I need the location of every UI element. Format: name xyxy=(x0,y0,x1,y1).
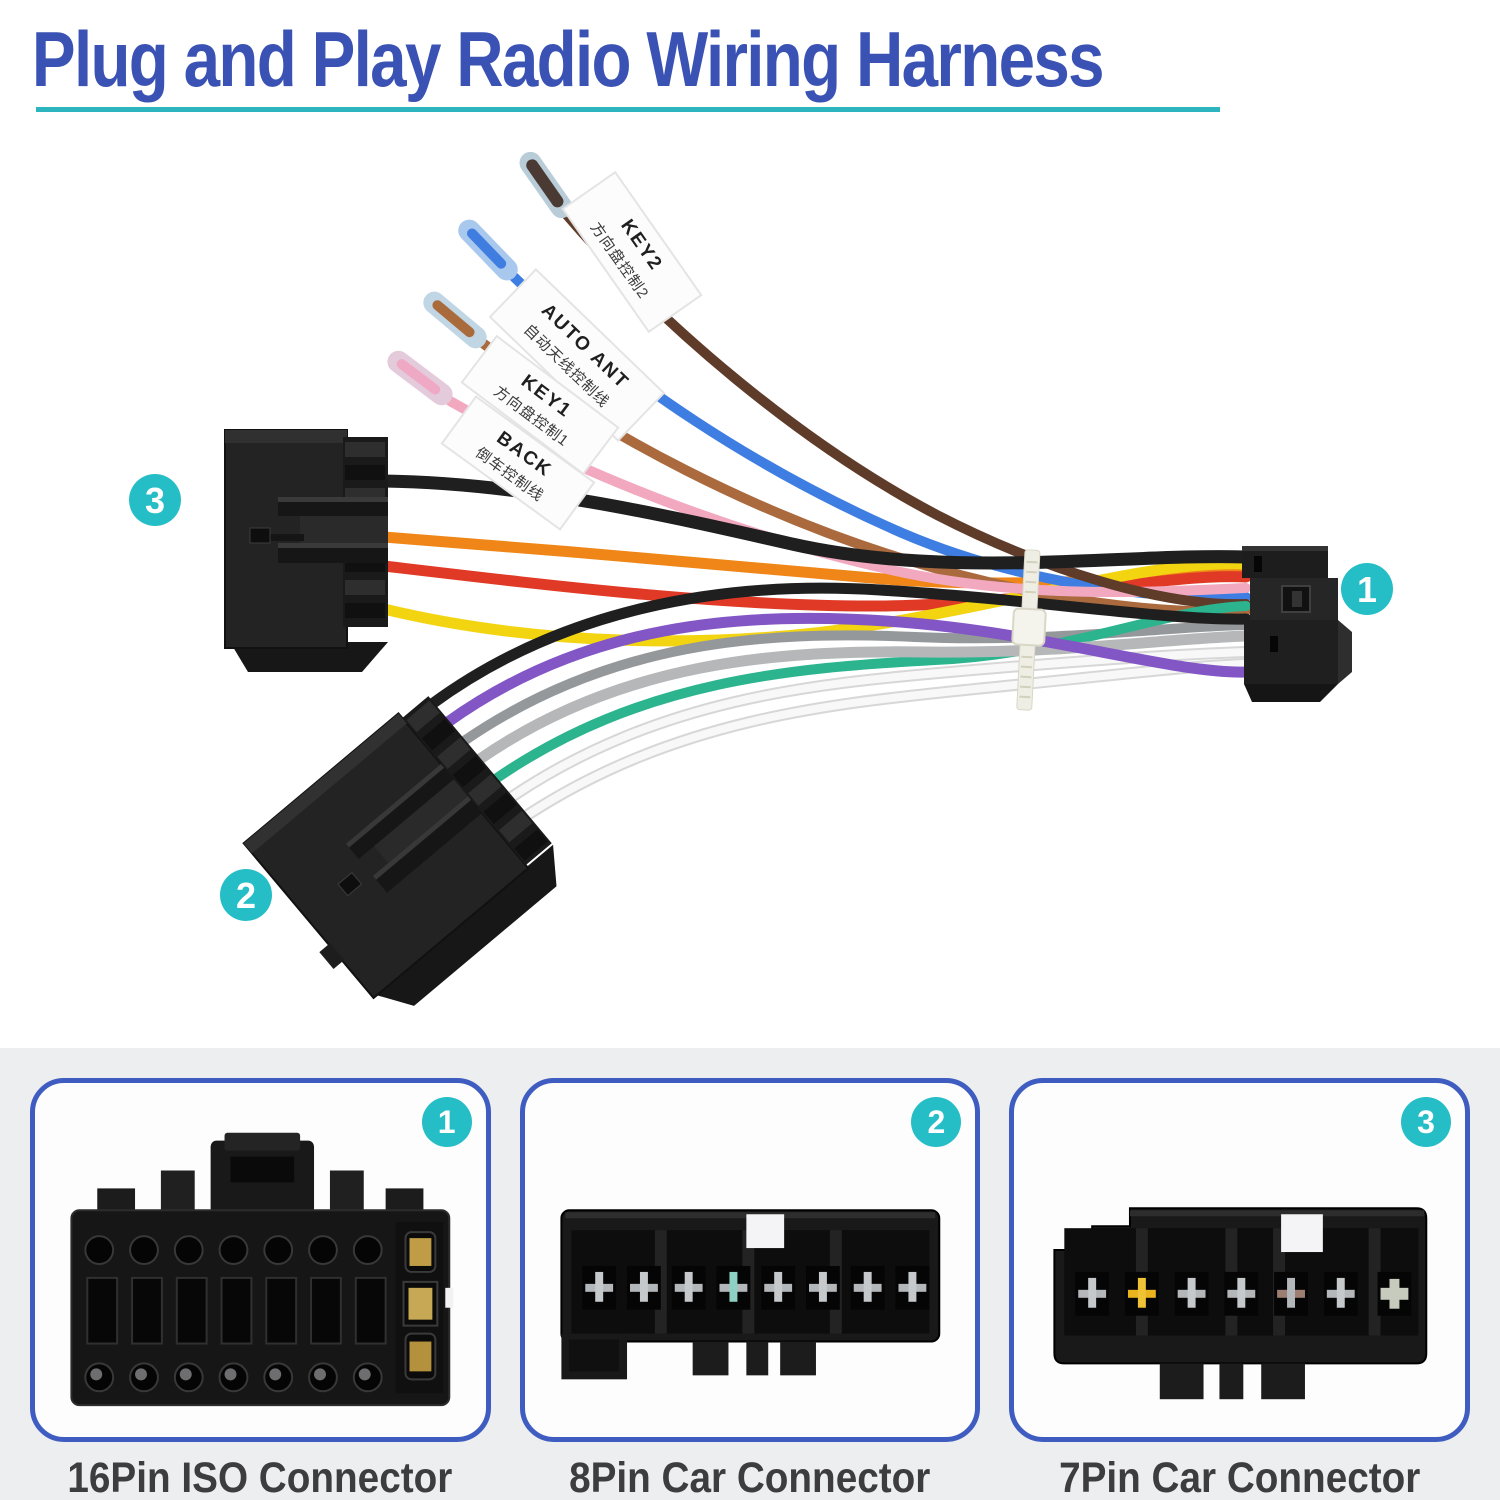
iso-gold-contacts xyxy=(395,1222,454,1394)
panel-badge-1-number: 1 xyxy=(437,1103,456,1140)
wire-tag-key2: KEY2 方向盘控制2 xyxy=(561,170,703,334)
panel-badge-3: 3 xyxy=(1401,1097,1452,1147)
harness-photo: KEY2 方向盘控制2 AUTO ANT 自动天线控制线 KEY1 方向盘控制1… xyxy=(0,112,1500,1048)
header: Plug and Play Radio Wiring Harness xyxy=(0,0,1500,118)
7pin-car-connector-photo xyxy=(1053,1207,1428,1400)
title-underline xyxy=(36,107,1220,114)
wire-black-2 xyxy=(426,582,1252,710)
wire-gray xyxy=(474,630,1252,765)
page-title: Plug and Play Radio Wiring Harness xyxy=(31,15,1105,103)
wire-cap-back xyxy=(387,350,453,406)
badge-2-number: 2 xyxy=(236,875,256,916)
panel-badge-1: 1 xyxy=(421,1097,472,1147)
harness-illustration: KEY2 方向盘控制2 AUTO ANT 自动天线控制线 KEY1 方向盘控制1… xyxy=(129,151,1393,1006)
8pin-car-connector-photo xyxy=(560,1209,940,1380)
wire-cap-key1 xyxy=(423,291,487,349)
badge-1: 1 xyxy=(1341,563,1393,615)
badge-1-number: 1 xyxy=(1357,569,1377,610)
iso-bottom-holes xyxy=(84,1362,383,1393)
bottom-tabs xyxy=(1160,1363,1306,1400)
metal-pins xyxy=(1078,1277,1409,1309)
panel-8pin-car: 2 8Pin Car Connector xyxy=(519,1078,981,1500)
bottom-tabs xyxy=(692,1341,816,1376)
badge-2: 2 xyxy=(220,869,272,921)
panel-box-1: 1 xyxy=(30,1078,491,1442)
wire-white-1 xyxy=(509,648,1250,800)
wire-white-2 xyxy=(525,660,1250,818)
panel-badge-2: 2 xyxy=(911,1097,962,1147)
panel-7pin-car: 3 7Pin Car Connector xyxy=(1009,1078,1471,1500)
wire-yellow xyxy=(378,558,1252,647)
badge-3: 3 xyxy=(129,474,181,526)
iso-top-holes xyxy=(84,1235,383,1265)
16pin-iso-connector-photo xyxy=(70,1132,454,1407)
zip-tie xyxy=(1011,549,1047,711)
caption-16pin-iso: 16Pin ISO Connector xyxy=(67,1454,453,1500)
wire-purple xyxy=(442,612,1252,728)
badge-3-number: 3 xyxy=(145,480,165,521)
panel-16pin-iso: 1 16Pin ISO Connector xyxy=(30,1078,491,1500)
connector-1 xyxy=(1242,546,1352,702)
wire-cap-key2 xyxy=(519,151,573,219)
panels-row: 1 16Pin ISO Connector xyxy=(0,1048,1500,1500)
connector-detail-section: 1 16Pin ISO Connector xyxy=(0,1048,1500,1500)
metal-pins xyxy=(584,1271,927,1302)
wire-green xyxy=(492,601,1251,783)
wire-gray-dark xyxy=(459,620,1251,746)
connector-2 xyxy=(242,696,557,1006)
wire-cap-auto-ant xyxy=(458,219,518,281)
wire-red xyxy=(378,560,1252,612)
caption-8pin-car: 8Pin Car Connector xyxy=(569,1454,931,1500)
iso-middle-slots xyxy=(86,1276,387,1345)
connector-3 xyxy=(224,429,388,672)
panel-box-3: 3 xyxy=(1009,1078,1471,1442)
panel-box-2: 2 xyxy=(519,1078,981,1442)
caption-7pin-car: 7Pin Car Connector xyxy=(1059,1454,1421,1500)
panel-badge-3-number: 3 xyxy=(1417,1103,1435,1140)
panel-badge-2-number: 2 xyxy=(927,1103,946,1140)
